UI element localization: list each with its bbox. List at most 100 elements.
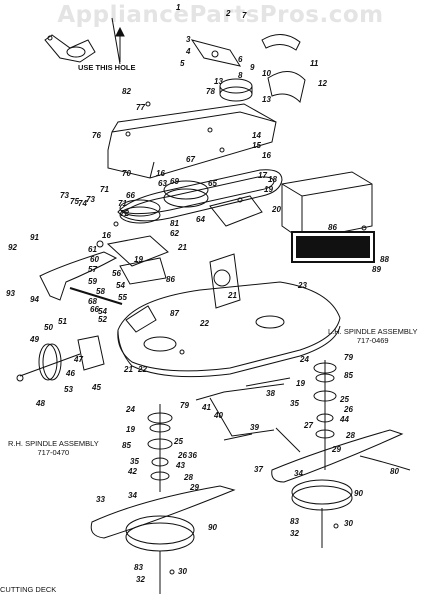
rh-caption-part: 717-0470 [37,447,70,457]
part-number: 64 [196,215,205,224]
part-number: 21 [178,243,187,252]
part-number: 37 [254,465,263,474]
part-number: 86 [166,275,175,284]
part-number: 79 [344,353,353,362]
rh-spindle-caption: R.H. SPINDLE ASSEMBLY 717-0470 [8,439,99,457]
center-pulley [163,180,209,208]
part-number: 68 [88,297,97,306]
belt-keeper [267,71,306,103]
part-number: 83 [290,517,299,526]
part-number: 2 [226,9,231,18]
part-number: 73 [86,195,95,204]
wheel-bracket [77,335,105,371]
part-number: 36 [188,451,197,460]
part-number: 22 [200,319,209,328]
part-number: 3 [186,35,191,44]
part-number: 86 [328,223,337,232]
watermark: AppliancePartsPros.com [57,2,384,28]
part-number: 47 [74,355,83,364]
part-number: 1 [176,3,181,12]
idler-plate [209,195,263,227]
left-pulley [119,199,161,224]
lh-spindle-caption: L.H. SPINDLE ASSEMBLY 717-0469 [328,327,418,345]
part-number: 16 [156,169,165,178]
part-number: 25 [340,395,349,404]
part-number: 81 [170,219,179,228]
part-number: 33 [96,495,105,504]
part-number: 15 [252,141,261,150]
part-number: 49 [30,335,39,344]
part-number: 26 [344,405,353,414]
right-blade-adapter [291,479,353,548]
tractor-frame-label: Tractor Frame [312,208,359,215]
cutting-deck-housing [117,253,341,378]
rh-caption-title: R.H. SPINDLE ASSEMBLY [8,439,99,448]
fasteners [16,17,367,575]
part-number: 72 [120,209,129,218]
part-number: 75 [70,197,79,206]
part-number: 28 [184,473,193,482]
part-number: 19 [134,255,143,264]
drive-belt [117,169,283,222]
part-number: 88 [380,255,389,264]
part-number: 32 [136,575,145,584]
part-number: 46 [66,369,75,378]
part-number: 62 [170,229,179,238]
lh-caption-title: L.H. SPINDLE ASSEMBLY [328,327,418,336]
part-number: 78 [206,87,215,96]
part-number: 67 [186,155,195,164]
part-number: 71 [118,199,127,208]
part-number: 27 [304,421,313,430]
part-number: 77 [136,103,145,112]
part-number: 19 [264,185,273,194]
part-number: 39 [250,423,259,432]
part-number: 85 [344,371,353,380]
part-number: 30 [178,567,187,576]
tractor-frame [281,171,375,263]
part-number: 6 [238,55,243,64]
part-number: 71 [100,185,109,194]
part-number: 57 [88,265,97,274]
part-number: 58 [96,287,105,296]
part-number: 28 [346,431,355,440]
part-number: 19 [126,425,135,434]
part-number: 53 [64,385,73,394]
part-number: 89 [372,265,381,274]
part-number: 30 [344,519,353,528]
rh-spindle [147,404,173,492]
lift-linkage [195,377,301,453]
part-number: 48 [36,399,45,408]
part-number: 9 [250,63,255,72]
part-number: 90 [208,523,217,532]
part-number: 51 [58,317,67,326]
part-number: 56 [112,269,121,278]
part-number: 5 [180,59,185,68]
part-number: 66 [126,191,135,200]
part-number: 82 [122,87,131,96]
part-number: 35 [290,399,299,408]
part-number: 63 [158,179,167,188]
part-number: 16 [102,231,111,240]
part-number: 91 [30,233,39,242]
part-number: 90 [354,489,363,498]
part-number: 94 [30,295,39,304]
part-number: 42 [128,467,137,476]
part-number: 43 [176,461,185,470]
right-blade [271,429,404,483]
part-number: 52 [98,315,107,324]
hole-arrow [115,26,125,62]
use-hole-note: USE THIS HOLE [78,63,136,72]
part-number: 45 [92,383,101,392]
part-number: 29 [332,445,341,454]
part-number: 19 [296,379,305,388]
part-number: 92 [8,243,17,252]
part-number: 54 [116,281,125,290]
part-number: 69 [170,177,179,186]
part-number: 22 [138,365,147,374]
part-number: 74 [78,199,87,208]
part-number: 40 [214,411,223,420]
part-number: 16 [262,151,271,160]
part-number: 13 [262,95,271,104]
part-number: 25 [174,437,183,446]
part-number: 13 [214,77,223,86]
